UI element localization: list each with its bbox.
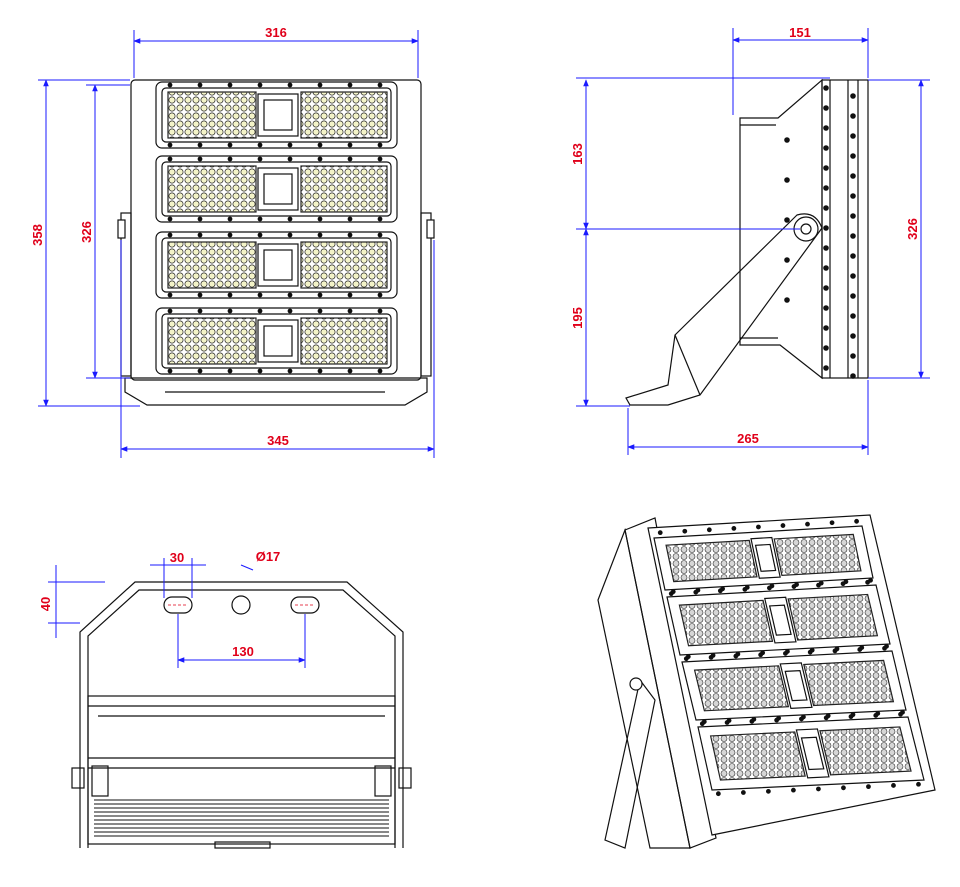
front-led-module [155, 231, 398, 299]
iso-led-module [697, 709, 925, 797]
iso-bracket [604, 678, 656, 849]
bottom-dimensions [48, 558, 306, 668]
side-bolt [850, 193, 856, 199]
side-bolt [784, 177, 790, 183]
dim-bottom-slot-spacing: 130 [232, 644, 254, 659]
front-led-module [155, 155, 398, 223]
front-dimensions [38, 30, 435, 458]
side-bolt [850, 313, 856, 319]
side-bolt [823, 145, 829, 151]
dim-side-top-depth: 151 [789, 25, 811, 40]
front-led-module [155, 307, 398, 375]
side-bolt [823, 325, 829, 331]
bottom-center-hole [231, 595, 251, 615]
iso-led-module [653, 518, 874, 597]
iso-led-module [681, 643, 907, 727]
iso-led-module [666, 577, 891, 662]
side-bolt [784, 137, 790, 143]
side-dimensions [576, 28, 930, 455]
dim-side-right-height: 326 [905, 218, 920, 240]
side-bolt [850, 353, 856, 359]
side-bolt [784, 217, 790, 223]
side-bolt [850, 93, 856, 99]
bottom-left-slot [163, 596, 193, 614]
iso-pivot [629, 677, 643, 691]
side-bolt [850, 333, 856, 339]
front-right-bracket [420, 212, 432, 377]
side-bolt [823, 345, 829, 351]
side-bolt [823, 305, 829, 311]
side-bolt [823, 285, 829, 291]
bottom-housing [87, 695, 396, 845]
side-bolt [850, 133, 856, 139]
dim-side-bottom-depth: 265 [737, 431, 759, 446]
front-base [124, 377, 428, 406]
side-bolt [823, 185, 829, 191]
side-bolt [823, 205, 829, 211]
side-view [625, 78, 869, 406]
side-bolt [850, 373, 856, 379]
side-bolt [850, 173, 856, 179]
isometric-view [597, 514, 936, 849]
side-bolt [850, 153, 856, 159]
dim-front-total-height: 358 [30, 224, 45, 246]
side-bolt [784, 257, 790, 263]
front-view [117, 79, 435, 406]
side-bolt [850, 113, 856, 119]
side-bolt [850, 293, 856, 299]
dim-bottom-slot-width: 30 [170, 550, 184, 565]
side-front-face [821, 79, 869, 379]
side-bolt [784, 297, 790, 303]
side-bolt [823, 125, 829, 131]
dim-front-top-width: 316 [265, 25, 287, 40]
side-bolt [823, 85, 829, 91]
side-bolt [850, 253, 856, 259]
bottom-view [71, 581, 412, 849]
side-bolt [823, 105, 829, 111]
dim-front-bottom-width: 345 [267, 433, 289, 448]
side-bolt [850, 213, 856, 219]
bottom-right-slot [290, 596, 320, 614]
side-bolt [823, 265, 829, 271]
side-bolt [823, 225, 829, 231]
front-right-knob [426, 219, 435, 239]
side-bolt [850, 233, 856, 239]
dim-side-upper-height: 163 [570, 143, 585, 165]
side-bolt [823, 245, 829, 251]
side-bolt [823, 365, 829, 371]
side-bolt [823, 165, 829, 171]
dim-front-inner-height: 326 [79, 221, 94, 243]
side-bracket-arm [625, 213, 823, 406]
dim-bottom-bracket-depth: 40 [38, 597, 53, 611]
front-left-knob [117, 219, 126, 239]
dim-side-lower-height: 195 [570, 307, 585, 329]
dim-bottom-hole-diameter: Ø17 [256, 549, 281, 564]
front-led-module [155, 81, 398, 149]
bottom-bracket-plate [79, 581, 404, 848]
side-bolt [850, 273, 856, 279]
